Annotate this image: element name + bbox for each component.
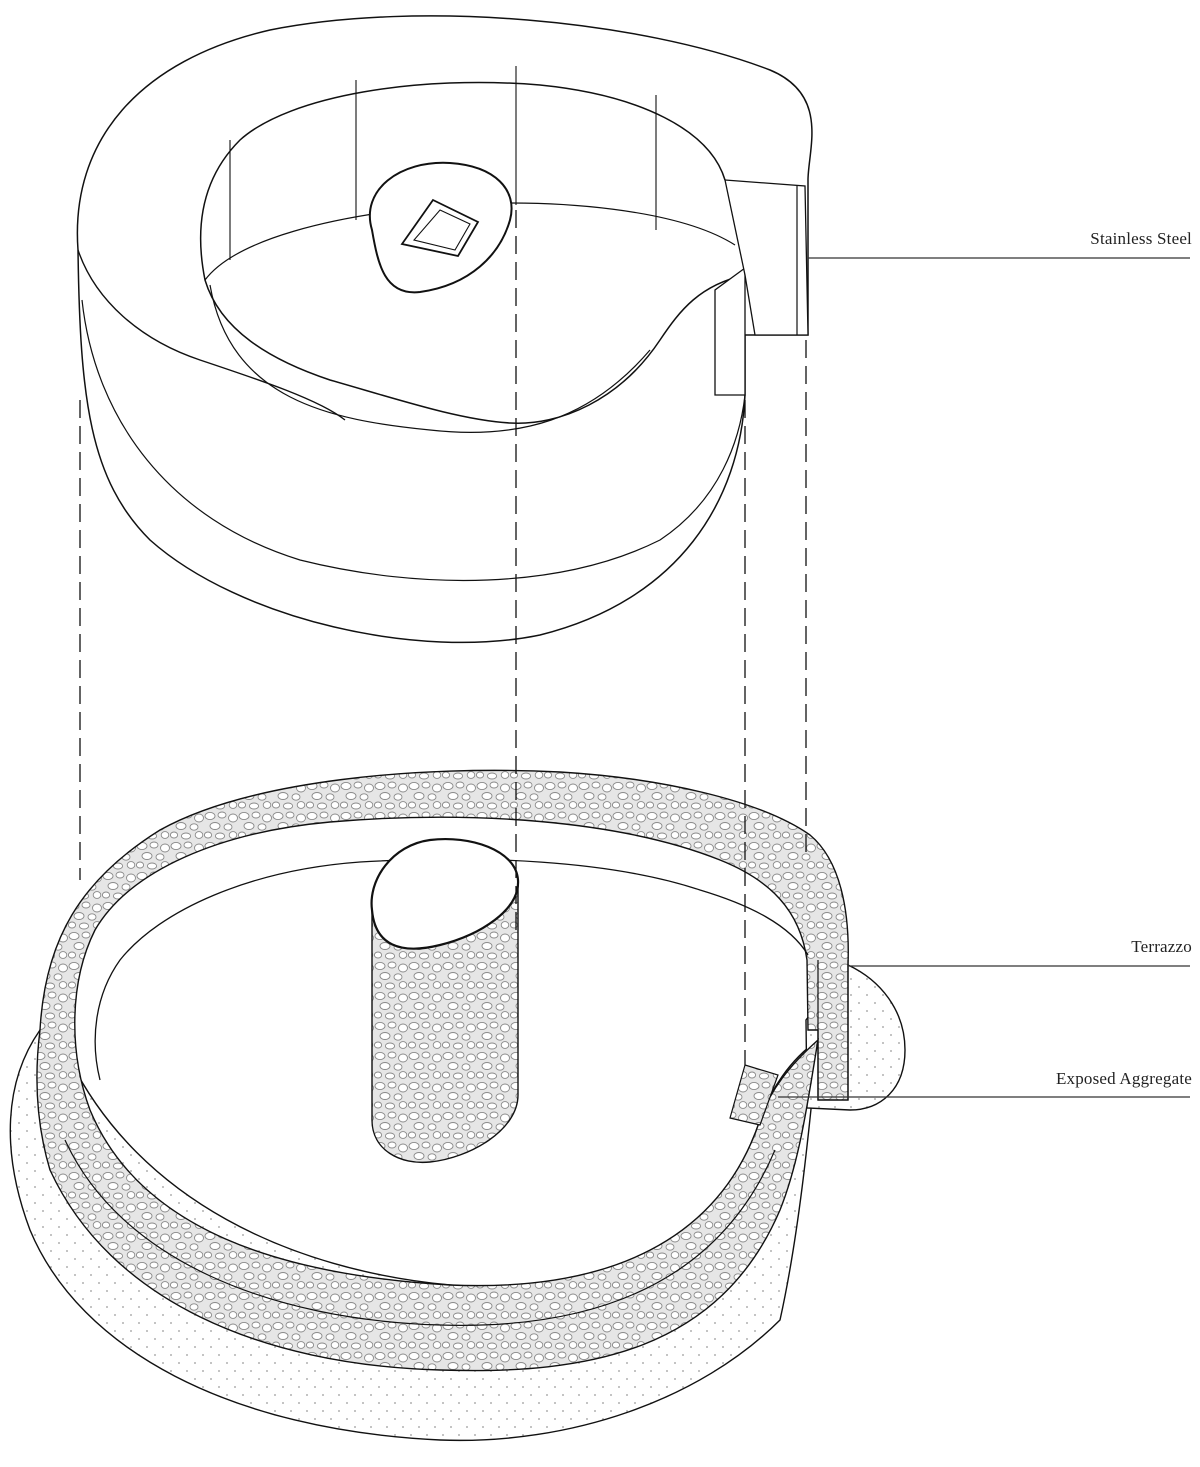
label-stainless-steel: Stainless Steel — [1090, 229, 1192, 248]
terrazzo-ring — [36, 769, 849, 1372]
steel-end-block-top — [714, 266, 746, 396]
terrazzo-column — [370, 838, 520, 1164]
label-terrazzo: Terrazzo — [1131, 937, 1192, 956]
steel-rim-top-left — [77, 249, 346, 421]
alignment-lines — [79, 210, 807, 1065]
steel-outer-wall — [76, 15, 813, 644]
terrazzo-column-body — [371, 879, 519, 1164]
steel-return-block — [724, 179, 809, 336]
terrazzo-step-line — [64, 1139, 776, 1326]
steel-wall-lower-curve — [81, 299, 746, 582]
terrazzo-column-top — [370, 838, 520, 950]
label-exposed-aggregate: Exposed Aggregate — [1055, 1069, 1192, 1088]
stainless-steel-basin — [76, 15, 813, 644]
steel-drain-square-inner — [412, 209, 471, 251]
leader-lines — [778, 257, 1190, 1098]
steel-top-rim-inner — [199, 81, 746, 424]
terrazzo-inner-edge — [94, 858, 809, 1081]
terrazzo-ring-outer-wall — [36, 769, 849, 1372]
terrazzo-cut-end — [729, 1064, 779, 1126]
steel-inner-floor-edge — [209, 284, 651, 433]
